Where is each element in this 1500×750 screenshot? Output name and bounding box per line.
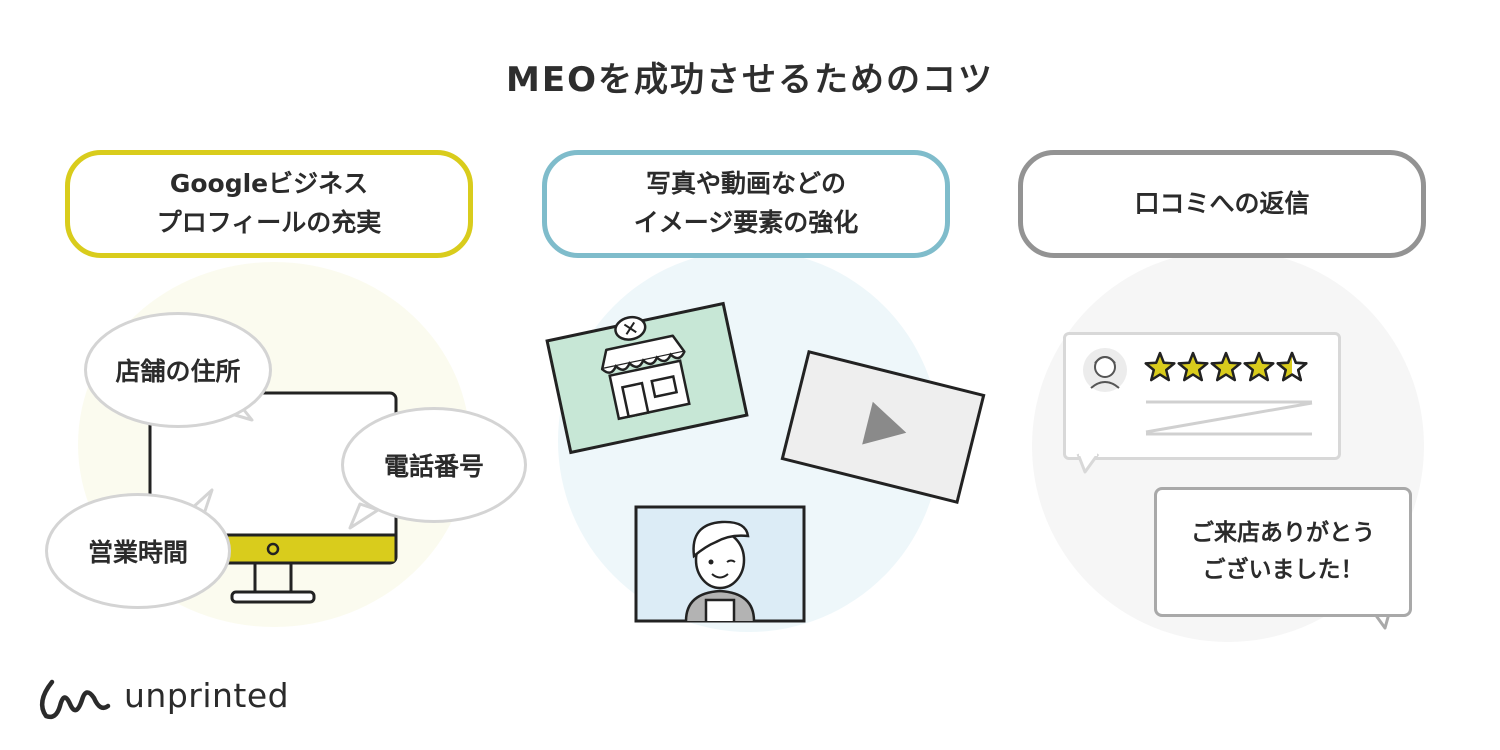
bubble-label: 電話番号: [383, 452, 484, 481]
video-thumbnail: [780, 350, 986, 504]
reply-line: ございました！: [1202, 557, 1364, 583]
star-icon: [1144, 351, 1176, 382]
tip-heading-line: イメージ要素の強化: [633, 208, 859, 237]
bubble-label: 営業時間: [87, 538, 188, 567]
tip-heading-google-business-profile: Googleビジネス プロフィールの充実: [65, 150, 473, 258]
tip-heading-line: Googleビジネス: [169, 169, 369, 199]
staff-person-icon: [684, 520, 756, 622]
reply-message-card: ご来店ありがとう ございました！: [1154, 487, 1412, 617]
tip-heading-review-reply: 口コミへの返信: [1018, 150, 1426, 258]
tip-heading-line: 口コミへの返信: [1134, 188, 1310, 218]
monitor-stand: [253, 563, 293, 594]
person-photo: [634, 505, 806, 623]
tip-heading-line: 写真や動画などの: [645, 169, 846, 199]
tip-heading-line: プロフィールの充実: [156, 208, 382, 237]
star-outline: [1276, 351, 1308, 382]
speech-bubble-business-hours: 営業時間: [45, 493, 231, 609]
page-title: MEOを成功させるためのコツ: [506, 60, 994, 100]
store-photo: [545, 301, 749, 455]
unprinted-logo-text: unprinted: [124, 676, 290, 715]
reply-line: ご来店ありがとう: [1191, 520, 1375, 547]
star-icon: [1210, 351, 1242, 382]
speech-bubble-store-address: 店舗の住所: [84, 312, 272, 428]
tip-heading-image-elements: 写真や動画などの イメージ要素の強化: [542, 150, 950, 258]
unprinted-logo-mark: [39, 679, 111, 720]
monitor-base: [230, 590, 316, 604]
speech-bubble-phone-number: 電話番号: [341, 407, 527, 523]
star-icon: [1177, 351, 1209, 382]
star-half-fill: [1277, 353, 1292, 381]
star-icon: [1243, 351, 1275, 382]
play-icon: [862, 401, 907, 445]
monitor-power-button: [266, 542, 280, 556]
storefront-icon: [600, 315, 691, 421]
star-rating: [1144, 351, 1308, 382]
bubble-label: 店舗の住所: [115, 357, 241, 386]
reviewer-avatar-icon: [1083, 348, 1127, 392]
